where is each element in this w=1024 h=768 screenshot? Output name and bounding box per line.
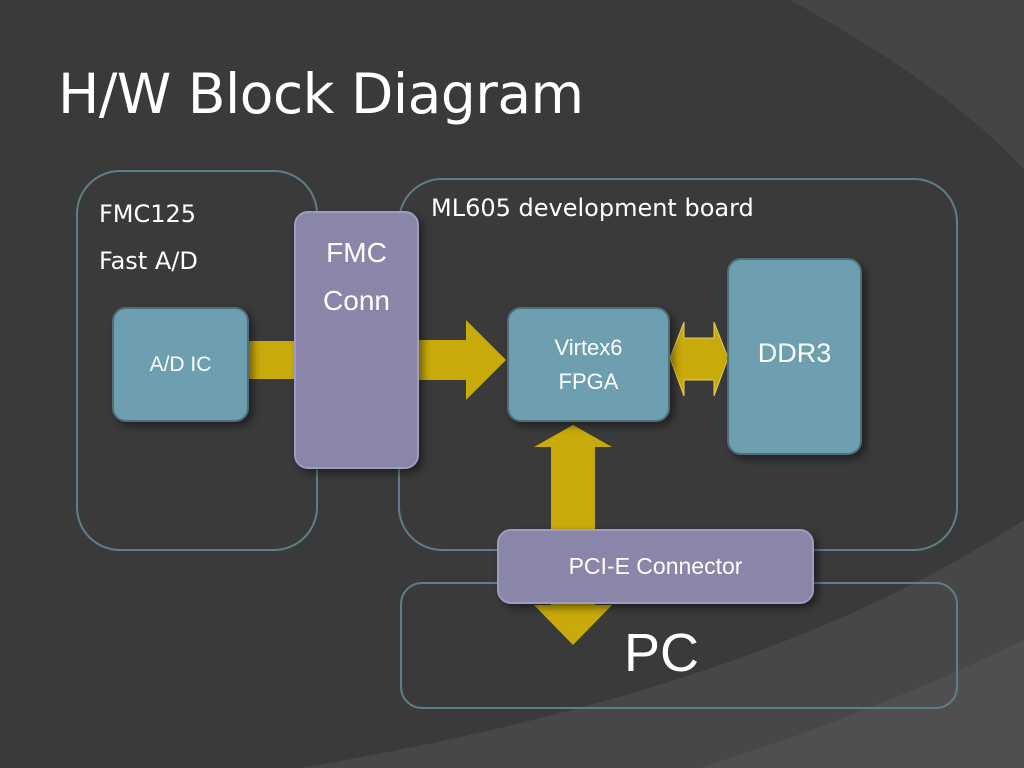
fast-ad-label: Fast A/D [99,247,198,275]
fpga-block: Virtex6 FPGA [507,307,670,422]
pc-label: PC [624,623,700,683]
ddr3-block: DDR3 [727,258,862,455]
fpga-label-line1: Virtex6 [554,335,623,360]
fmc-connector-block: FMC Conn [294,211,419,469]
fpga-label-line2: FPGA [558,369,619,395]
ddr3-label: DDR3 [757,338,832,368]
fpga-ddr3-double-arrow-icon [669,321,729,397]
pcie-connector-label: PCI-E Connector [568,553,743,579]
fmc-conn-label-line1: FMC [326,237,387,268]
fmc125-label: FMC125 [99,200,197,228]
ad-ic-label: A/D IC [149,352,212,376]
ad-ic-block: A/D IC [112,307,249,422]
pcie-connector-block: PCI-E Connector [497,529,814,604]
ad-to-fmc-link [246,341,298,379]
slide-title: H/W Block Diagram [58,62,584,126]
fmc-conn-label-line2: Conn [323,284,390,316]
ml605-board-label: ML605 development board [431,194,754,222]
fmc-to-fpga-arrow-icon [418,320,506,400]
